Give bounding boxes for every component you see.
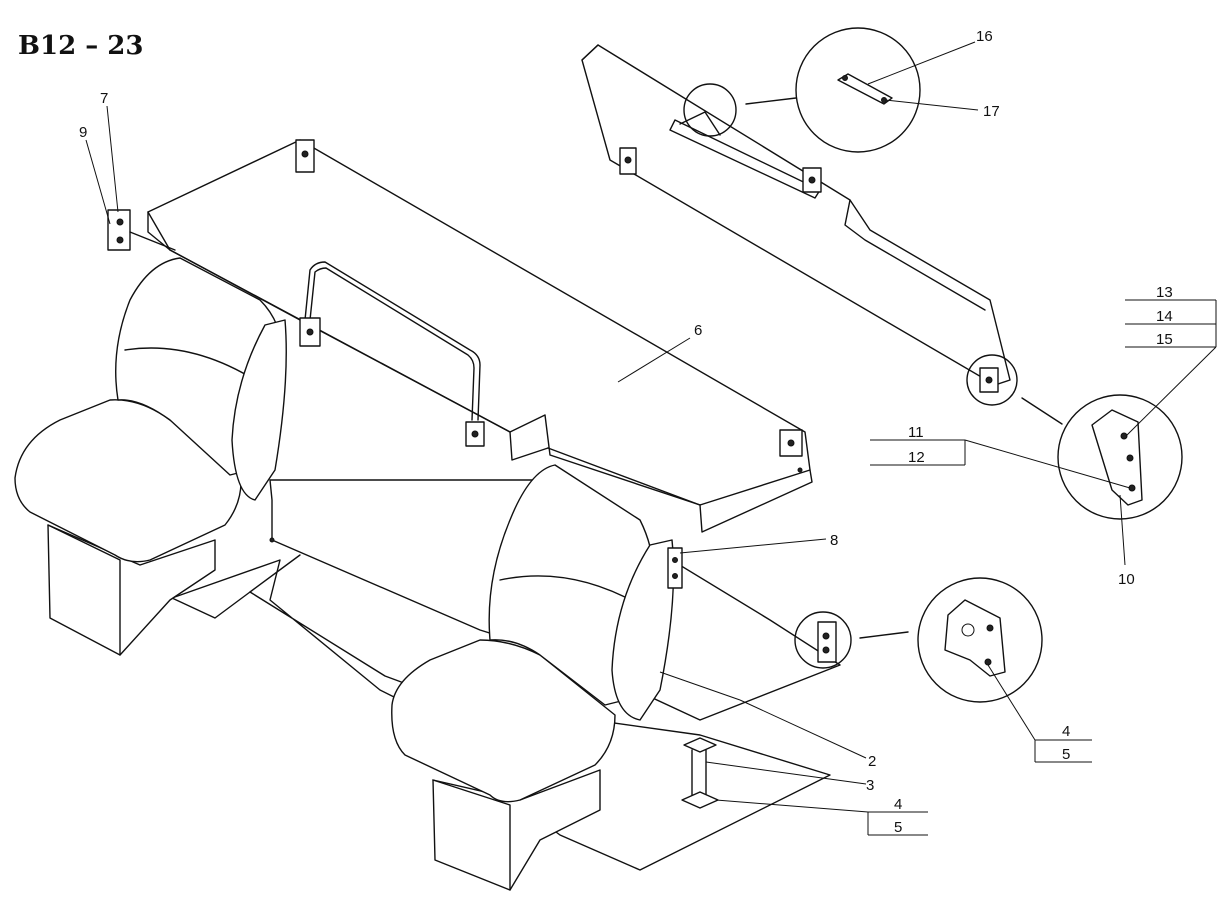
callout-3: 3	[866, 777, 874, 794]
callout-8: 8	[830, 532, 838, 549]
callout-7: 7	[100, 90, 108, 107]
callout-9: 9	[79, 124, 87, 141]
callout-4-detail: 4	[1062, 723, 1070, 740]
upper-shelf-panel	[581, 44, 1011, 393]
callout-11: 11	[908, 424, 924, 441]
callout-5: 5	[894, 819, 902, 836]
callout-5-detail: 5	[1062, 746, 1070, 763]
callout-16: 16	[976, 28, 993, 45]
diagram-title: B12 – 23	[18, 31, 143, 61]
detail-circle-16-17	[683, 27, 921, 153]
callout-17: 17	[983, 103, 1000, 120]
left-bracket	[107, 209, 176, 251]
callout-15: 15	[1156, 331, 1173, 348]
callout-4: 4	[894, 796, 902, 813]
left-seat	[14, 257, 287, 656]
callout-12: 12	[908, 449, 925, 466]
callout-10: 10	[1118, 571, 1135, 588]
right-seat	[391, 464, 683, 891]
callout-6: 6	[694, 322, 702, 339]
detail-circle-4-5	[794, 577, 1043, 703]
leader-lines	[85, 41, 1217, 836]
callout-14: 14	[1156, 308, 1173, 325]
support-post	[681, 621, 837, 809]
callout-2: 2	[868, 753, 876, 770]
callout-13: 13	[1156, 284, 1173, 301]
detail-circle-10-15	[966, 354, 1183, 520]
callout-labels: 16 17 7 9 6 8 13 14 15 11 12 10 4 5 2 3 …	[79, 28, 1173, 836]
